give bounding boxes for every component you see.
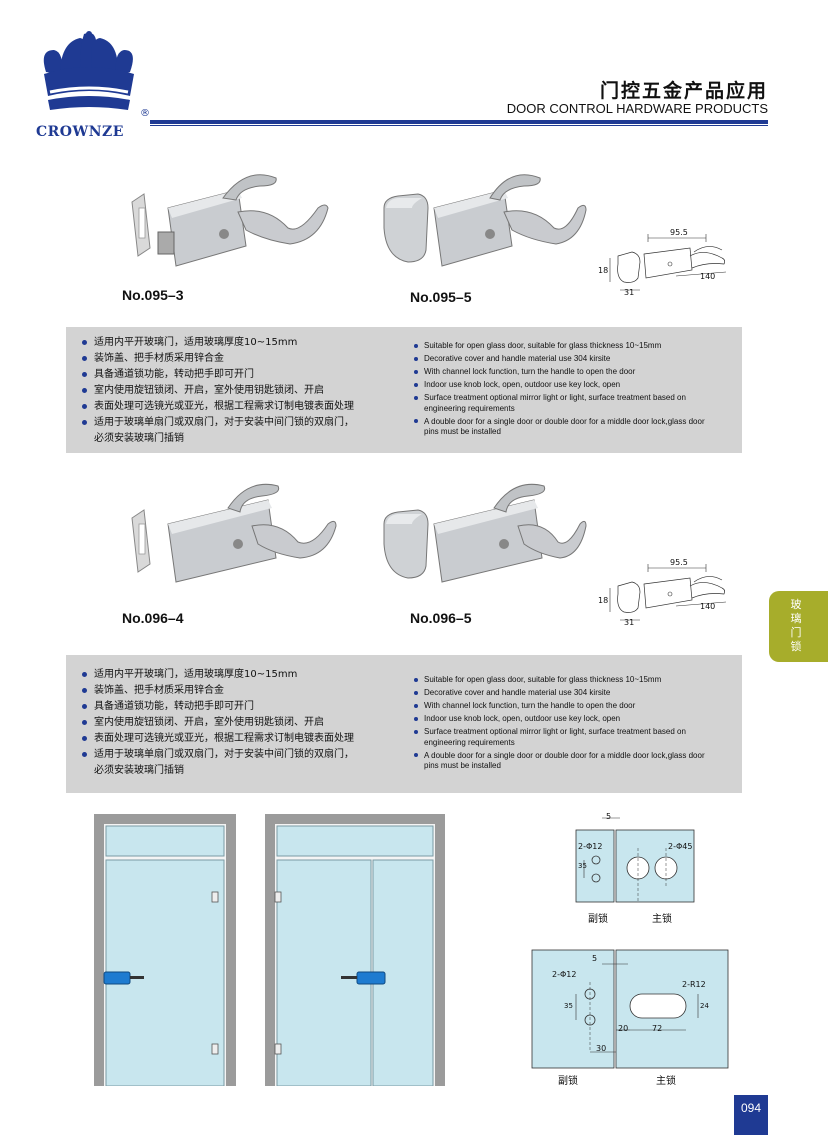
- hole-diagram-bottom: 5 2-Φ12 2-R12 35 24 20 72 30 副锁 主锁: [528, 948, 734, 1088]
- feature-list-cn: 适用内平开玻璃门，适用玻璃厚度10~15mm 装饰盖、把手材质采用锌合金 具备通…: [80, 335, 354, 447]
- dim-height: 18: [598, 266, 609, 275]
- feature-item: Indoor use knob lock, open, outdoor use …: [412, 380, 712, 391]
- feature-item: 具备通道锁功能，转动把手即可开门: [80, 367, 354, 383]
- dim-20: 20: [618, 1024, 629, 1033]
- feature-item: 装饰盖、把手材质采用锌合金: [80, 683, 354, 699]
- feature-item: With channel lock function, turn the han…: [412, 367, 712, 378]
- dim-hole-big: 2-Φ45: [668, 842, 693, 851]
- category-side-tab[interactable]: 玻璃门锁: [769, 591, 828, 662]
- dim-depth: 31: [624, 288, 635, 297]
- feature-item: 适用内平开玻璃门，适用玻璃厚度10~15mm: [80, 667, 354, 683]
- label-main-lock: 主锁: [656, 1076, 676, 1087]
- label-main-lock: 主锁: [652, 914, 672, 925]
- dim-hole-small: 2-Φ12: [552, 970, 577, 979]
- feature-item-continued: 必须安装玻璃门插销: [94, 433, 184, 444]
- dimension-sketch: 95.5 140 18 31: [596, 228, 736, 298]
- feature-item: Decorative cover and handle material use…: [412, 688, 712, 699]
- dim-30: 30: [596, 1044, 607, 1053]
- dim-hole-small: 2-Φ12: [578, 842, 603, 851]
- feature-list-cn: 适用内平开玻璃门，适用玻璃厚度10~15mm 装饰盖、把手材质采用锌合金 具备通…: [80, 667, 354, 779]
- feature-item: Surface treatment optional mirror light …: [412, 727, 712, 748]
- single-door-illustration: [94, 814, 236, 1087]
- product-image-096-5: [378, 478, 588, 588]
- product-image-095-5: [378, 168, 588, 278]
- dim-width-2: 140: [700, 602, 716, 611]
- feature-item: 表面处理可选镜光或亚光，根据工程需求订制电镀表面处理: [80, 399, 354, 415]
- dim-width-1: 95.5: [670, 228, 688, 237]
- page-title-en: DOOR CONTROL HARDWARE PRODUCTS: [506, 101, 768, 116]
- page-number: 094: [734, 1095, 768, 1135]
- feature-item: Decorative cover and handle material use…: [412, 354, 712, 365]
- page-title-cn: 门控五金产品应用: [599, 80, 768, 102]
- product-code: No.095–3: [122, 287, 184, 303]
- feature-list-en: Suitable for open glass door, suitable f…: [412, 341, 712, 441]
- feature-item: 表面处理可选镜光或亚光，根据工程需求订制电镀表面处理: [80, 731, 354, 747]
- crown-logo: [34, 30, 144, 142]
- dim-width-1: 95.5: [670, 558, 688, 567]
- feature-item: 适用于玻璃单扇门或双扇门，对于安装中间门锁的双扇门，: [80, 415, 354, 431]
- dimension-sketch: 95.5 140 18 31: [596, 558, 736, 628]
- dim-height: 18: [598, 596, 609, 605]
- product-code: No.095–5: [410, 289, 472, 305]
- feature-item-continued: 必须安装玻璃门插销: [94, 765, 184, 776]
- feature-item: 适用内平开玻璃门，适用玻璃厚度10~15mm: [80, 335, 354, 351]
- feature-item: 装饰盖、把手材质采用锌合金: [80, 351, 354, 367]
- product-code: No.096–4: [122, 610, 184, 626]
- feature-panel: 适用内平开玻璃门，适用玻璃厚度10~15mm 装饰盖、把手材质采用锌合金 具备通…: [66, 327, 742, 453]
- dim-72: 72: [652, 1024, 663, 1033]
- feature-item: A double door for a single door or doubl…: [412, 417, 712, 438]
- side-panel-door-illustration: [265, 814, 445, 1087]
- feature-item: With channel lock function, turn the han…: [412, 701, 712, 712]
- feature-item: 室内使用旋钮锁闭、开启，室外使用钥匙锁闭、开启: [80, 715, 354, 731]
- dim-width-2: 140: [700, 272, 716, 281]
- dim-24: 24: [700, 1002, 709, 1010]
- feature-item: Indoor use knob lock, open, outdoor use …: [412, 714, 712, 725]
- feature-list-en: Suitable for open glass door, suitable f…: [412, 675, 712, 775]
- feature-item: 室内使用旋钮锁闭、开启，室外使用钥匙锁闭、开启: [80, 383, 354, 399]
- header-rule: [150, 120, 768, 124]
- feature-item: A double door for a single door or doubl…: [412, 751, 712, 772]
- dim-5: 5: [606, 812, 612, 821]
- dim-35: 35: [578, 862, 587, 870]
- registered-mark: ®: [140, 108, 150, 119]
- feature-item: 适用于玻璃单扇门或双扇门，对于安装中间门锁的双扇门，: [80, 747, 354, 763]
- product-image-096-4: [128, 478, 338, 588]
- product-code: No.096–5: [410, 610, 472, 626]
- feature-panel: 适用内平开玻璃门，适用玻璃厚度10~15mm 装饰盖、把手材质采用锌合金 具备通…: [66, 655, 742, 793]
- dim-radius: 2-R12: [682, 980, 706, 989]
- brand-name: CROWNZE: [36, 124, 124, 140]
- feature-item: Suitable for open glass door, suitable f…: [412, 341, 712, 352]
- dim-35: 35: [564, 1002, 573, 1010]
- label-secondary-lock: 副锁: [558, 1076, 578, 1087]
- feature-item: Surface treatment optional mirror light …: [412, 393, 712, 414]
- hole-diagram-top: 5 2-Φ12 2-Φ45 35 副锁 主锁: [560, 812, 710, 930]
- label-secondary-lock: 副锁: [588, 914, 608, 925]
- feature-item: Suitable for open glass door, suitable f…: [412, 675, 712, 686]
- dim-depth: 31: [624, 618, 635, 627]
- crown-icon: [43, 31, 134, 110]
- header-rule-thin: [150, 125, 768, 126]
- product-image-095-3: [128, 168, 338, 278]
- feature-item: 具备通道锁功能，转动把手即可开门: [80, 699, 354, 715]
- dim-5: 5: [592, 954, 598, 963]
